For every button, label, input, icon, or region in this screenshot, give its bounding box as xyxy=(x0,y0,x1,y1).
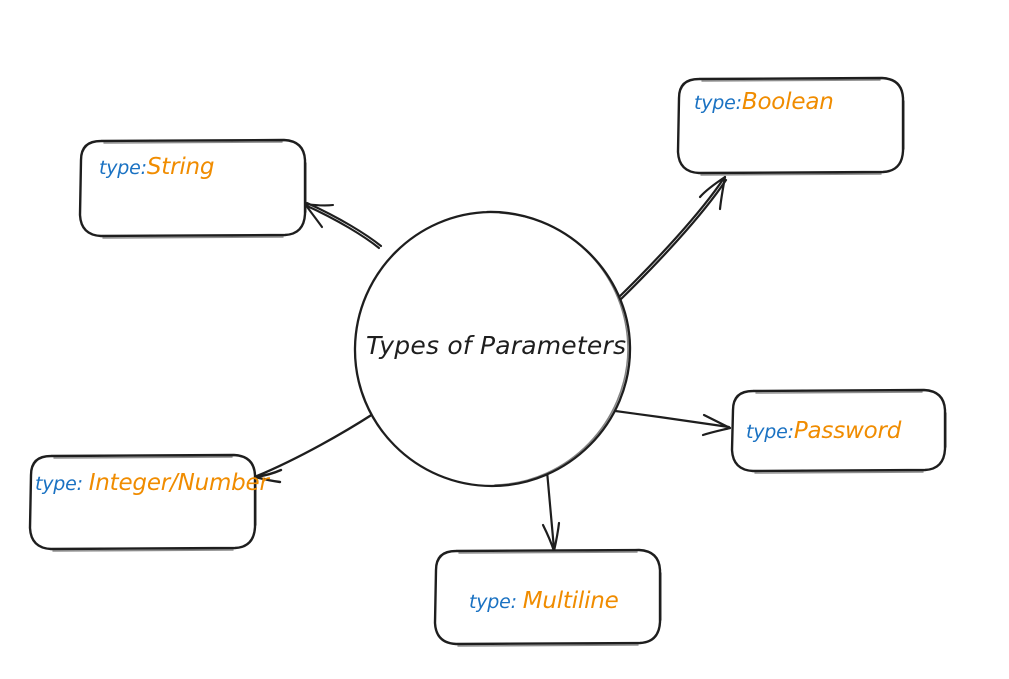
edge-center-to-multiline xyxy=(541,469,561,553)
edge-center-to-boolean xyxy=(615,175,728,303)
edge-center-to-string xyxy=(303,201,383,250)
node-multiline[interactable] xyxy=(433,548,662,647)
edge-center-to-password xyxy=(606,408,732,437)
node-password[interactable] xyxy=(730,388,947,474)
center-node[interactable] xyxy=(353,210,632,488)
node-integer-number[interactable] xyxy=(28,453,257,552)
node-boolean[interactable] xyxy=(676,76,905,176)
edge-center-to-integer xyxy=(253,412,375,484)
node-string[interactable] xyxy=(78,138,307,239)
